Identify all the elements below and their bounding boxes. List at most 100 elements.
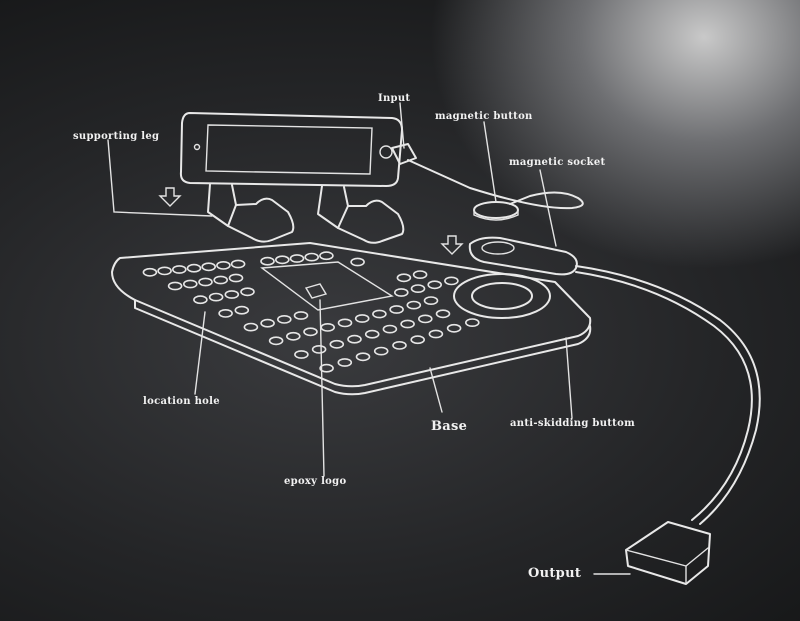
supporting-legs: [207, 183, 405, 244]
location-hole: [234, 305, 250, 315]
input-cable-line: [407, 159, 584, 210]
leader-lines: [107, 102, 631, 575]
logo-recess: [260, 261, 394, 311]
output-cable-line-2: [575, 271, 753, 521]
location-hole: [293, 311, 309, 320]
location-hole: [311, 344, 327, 354]
location-hole: [392, 340, 407, 350]
magnetic-button: [473, 201, 519, 219]
output-plug: [625, 521, 711, 585]
location-hole: [347, 334, 362, 344]
output-cable: [468, 236, 761, 585]
location-hole: [285, 331, 301, 341]
location-hole: [417, 314, 433, 324]
location-hole: [428, 329, 444, 339]
base-plate: [111, 242, 592, 396]
location-hole: [218, 308, 233, 318]
epoxy-logo-mark: [304, 283, 328, 299]
location-hole: [172, 265, 187, 274]
base-outline: [111, 242, 592, 388]
location-hole: [193, 295, 208, 305]
socket-ring-outer: [453, 273, 551, 319]
location-hole: [274, 255, 290, 265]
location-hole: [224, 290, 240, 299]
location-hole: [400, 319, 415, 329]
location-hole: [303, 327, 318, 337]
location-hole: [213, 275, 228, 285]
location-hole: [464, 318, 480, 327]
location-hole: [355, 352, 371, 362]
location-hole: [373, 346, 389, 356]
location-hole: [157, 266, 172, 276]
location-hole: [319, 363, 334, 373]
location-hole: [337, 358, 353, 367]
location-hole: [320, 322, 336, 332]
location-hole: [372, 309, 387, 319]
location-hole: [412, 270, 428, 279]
label-epoxy-logo: epoxy logo: [284, 476, 347, 487]
location-hole: [435, 309, 451, 319]
output-cable-line: [575, 265, 761, 525]
leg-left: [207, 183, 237, 227]
label-magnetic-button: magnetic button: [435, 111, 533, 122]
label-location-hole: location hole: [143, 396, 220, 407]
location-holes: [142, 251, 480, 373]
input-cable: [391, 143, 584, 221]
location-hole: [319, 251, 334, 261]
location-hole: [406, 300, 422, 310]
location-hole: [289, 254, 305, 263]
arrow-leg-icon: [158, 187, 182, 207]
location-hole: [364, 329, 380, 339]
leg-right-foot: [337, 199, 405, 244]
label-magnetic-socket: magnetic socket: [509, 157, 606, 168]
location-hole: [427, 280, 443, 290]
location-hole: [294, 350, 309, 359]
location-hole: [444, 276, 459, 286]
location-hole: [167, 281, 183, 291]
phone-home-button: [379, 145, 393, 159]
location-hole: [410, 335, 426, 345]
location-hole: [243, 322, 259, 332]
arrows: [158, 187, 464, 255]
label-output: Output: [528, 566, 582, 581]
location-hole: [142, 267, 158, 277]
label-input: Input: [378, 93, 411, 104]
phone: [179, 112, 403, 187]
location-hole: [350, 257, 365, 267]
location-hole: [446, 323, 462, 333]
location-hole: [354, 314, 370, 323]
phone-screen: [205, 124, 373, 175]
location-hole: [389, 305, 404, 314]
location-hole: [276, 314, 292, 324]
location-hole: [268, 336, 284, 346]
socket-ring-inner: [471, 282, 533, 310]
base-thickness: [134, 299, 592, 396]
location-hole: [382, 324, 398, 334]
leg-left-foot: [227, 197, 295, 243]
magnetic-socket: [468, 236, 578, 276]
location-hole: [337, 318, 353, 328]
location-hole: [240, 287, 255, 297]
location-hole: [186, 263, 202, 273]
phone-body: [179, 112, 403, 187]
location-hole: [201, 262, 216, 272]
leg-right: [317, 185, 349, 229]
label-anti-skidding-buttom: anti-skidding buttom: [510, 418, 635, 429]
location-hole: [228, 273, 244, 283]
location-hole: [183, 279, 198, 289]
location-hole: [423, 296, 439, 305]
location-hole: [230, 259, 246, 269]
location-hole: [216, 260, 231, 270]
location-hole: [208, 292, 224, 302]
location-hole: [410, 284, 426, 293]
location-hole: [393, 288, 409, 297]
arrow-socket-icon: [440, 235, 464, 255]
location-hole: [304, 252, 320, 262]
location-hole: [396, 273, 412, 283]
label-supporting-leg: supporting leg: [73, 131, 160, 142]
location-hole: [260, 318, 275, 328]
phone-camera: [193, 143, 201, 151]
location-hole: [198, 277, 213, 287]
